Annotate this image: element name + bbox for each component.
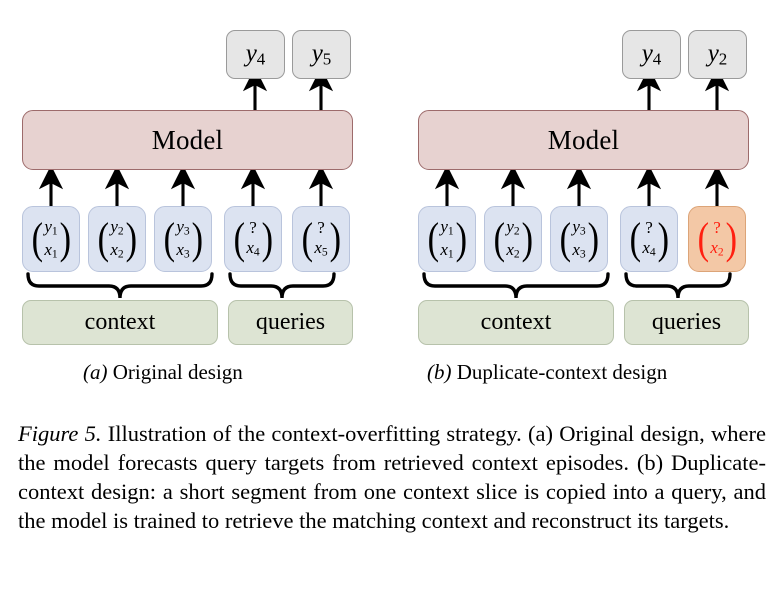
token-bottom-2: x3 (176, 239, 190, 261)
token-top-4: ? (713, 218, 721, 238)
paren-right-icon: ) (455, 213, 467, 263)
model-block: Model (418, 110, 749, 170)
token-box-1: ( y2 x2 ) (88, 206, 146, 272)
paren-left-icon: ( (493, 213, 505, 263)
group-box-context: context (22, 300, 218, 345)
model-block: Model (22, 110, 353, 170)
token-vector-2: ( y3 x3 ) (558, 213, 601, 263)
paren-right-icon: ) (725, 213, 737, 263)
group-label-context: context (480, 309, 552, 335)
token-box-3: ( ? x4 ) (620, 206, 678, 272)
output-box-1: y2 (688, 30, 747, 79)
token-box-4-duplicated: ( ? x2 ) (688, 206, 746, 272)
output-label-0: y4 (245, 39, 266, 69)
token-vector-0: ( y1 x1 ) (30, 213, 73, 263)
token-box-1: ( y2 x2 ) (484, 206, 542, 272)
token-bottom-3: x4 (246, 238, 260, 259)
token-box-3: ( ? x4 ) (224, 206, 282, 272)
token-box-0: ( y1 x1 ) (418, 206, 476, 272)
token-top-0: y1 (44, 217, 58, 238)
model-label: Model (151, 124, 224, 155)
subcaption-a-label: (a) (83, 360, 108, 384)
group-box-context: context (418, 300, 614, 345)
subcaption-a: (a) Original design (83, 360, 243, 385)
token-bottom-0: x1 (440, 239, 454, 261)
model-label: Model (547, 124, 620, 155)
subcaption-a-text: Original design (107, 360, 243, 384)
token-top-1: y2 (506, 217, 520, 238)
token-vector-0: ( y1 x1 ) (426, 213, 469, 263)
token-vector-1: ( y2 x2 ) (492, 213, 535, 263)
token-box-2: ( y3 x3 ) (550, 206, 608, 272)
group-label-context: context (84, 309, 156, 335)
token-vector-4: ( ? x5 ) (300, 213, 343, 263)
paren-right-icon: ) (587, 213, 599, 263)
paren-left-icon: ( (233, 213, 245, 263)
output-label-0: y4 (641, 39, 662, 69)
group-box-queries: queries (624, 300, 749, 345)
paren-left-icon: ( (427, 213, 439, 263)
subcaption-b-label: (b) (427, 360, 452, 384)
token-bottom-1: x2 (110, 239, 124, 261)
paren-right-icon: ) (261, 213, 273, 263)
paren-left-icon: ( (559, 213, 571, 263)
token-top-2: y3 (176, 217, 190, 238)
panel-a-original-design: y4 y5 Model ( y1 x1 ) ( y2 (0, 0, 383, 400)
token-bottom-4: x2 (710, 238, 724, 259)
paren-left-icon: ( (97, 213, 109, 263)
output-label-1: y2 (707, 39, 728, 69)
token-box-2: ( y3 x3 ) (154, 206, 212, 272)
paren-left-icon: ( (697, 213, 709, 263)
token-top-4: ? (317, 218, 325, 238)
token-vector-2: ( y3 x3 ) (162, 213, 205, 263)
figure-caption-text: Illustration of the context-overfitting … (18, 421, 766, 533)
token-vector-3: ( ? x4 ) (628, 213, 671, 263)
figure-caption: Figure 5. Illustration of the context-ov… (18, 420, 766, 536)
token-top-1: y2 (110, 217, 124, 238)
paren-left-icon: ( (31, 213, 43, 263)
token-box-0: ( y1 x1 ) (22, 206, 80, 272)
group-label-queries: queries (651, 309, 722, 335)
token-top-2: y3 (572, 217, 586, 238)
subcaption-b: (b) Duplicate-context design (427, 360, 667, 385)
paren-right-icon: ) (59, 213, 71, 263)
token-bottom-0: x1 (44, 239, 58, 261)
output-box-1: y5 (292, 30, 351, 79)
figure-caption-label: Figure 5. (18, 421, 102, 446)
group-label-queries: queries (255, 309, 326, 335)
token-bottom-1: x2 (506, 239, 520, 261)
figure-diagram: y4 y5 Model ( y1 x1 ) ( y2 (0, 0, 777, 400)
token-top-0: y1 (440, 217, 454, 238)
token-bottom-3: x4 (642, 238, 656, 259)
paren-right-icon: ) (521, 213, 533, 263)
token-vector-4: ( ? x2 ) (696, 213, 739, 263)
token-vector-1: ( y2 x2 ) (96, 213, 139, 263)
output-box-0: y4 (622, 30, 681, 79)
paren-right-icon: ) (329, 213, 341, 263)
paren-left-icon: ( (301, 213, 313, 263)
panel-b-duplicate-context-design: y4 y2 Model ( y1 x1 ) ( y2 x2 (394, 0, 777, 400)
paren-right-icon: ) (657, 213, 669, 263)
token-bottom-4: x5 (314, 238, 328, 259)
token-vector-3: ( ? x4 ) (232, 213, 275, 263)
output-label-1: y5 (311, 39, 332, 69)
token-top-3: ? (249, 218, 257, 238)
paren-right-icon: ) (125, 213, 137, 263)
token-top-3: ? (645, 218, 653, 238)
subcaption-b-text: Duplicate-context design (451, 360, 668, 384)
group-box-queries: queries (228, 300, 353, 345)
paren-left-icon: ( (629, 213, 641, 263)
paren-left-icon: ( (163, 213, 175, 263)
output-box-0: y4 (226, 30, 285, 79)
token-bottom-2: x3 (572, 239, 586, 261)
token-box-4: ( ? x5 ) (292, 206, 350, 272)
paren-right-icon: ) (191, 213, 203, 263)
